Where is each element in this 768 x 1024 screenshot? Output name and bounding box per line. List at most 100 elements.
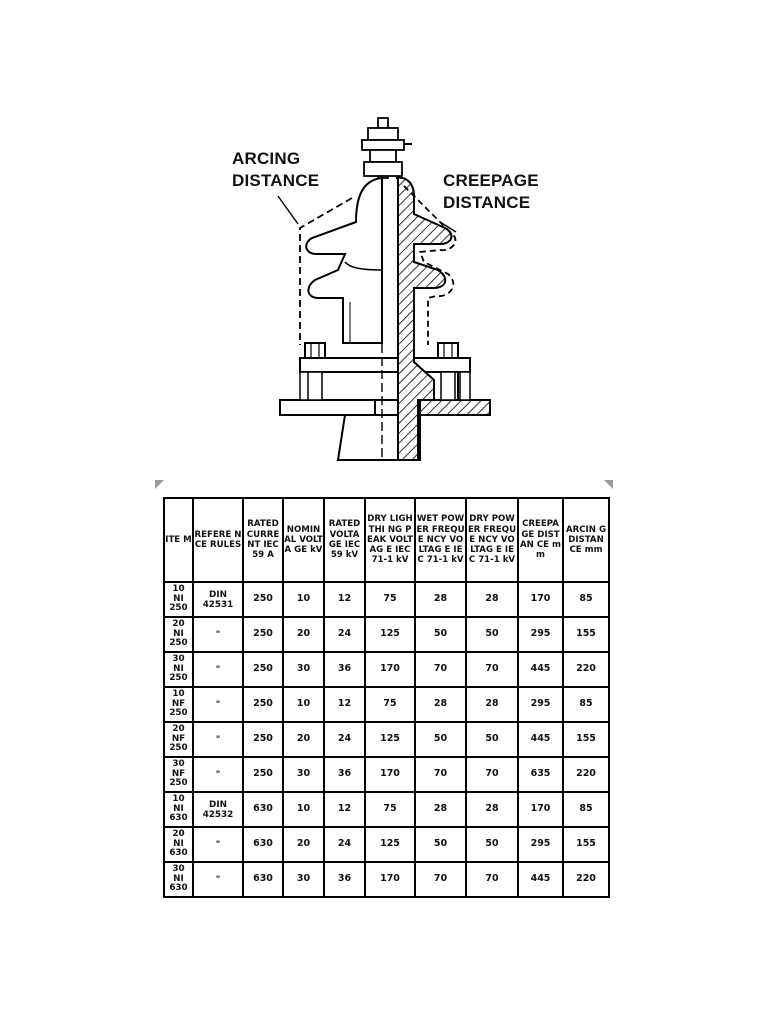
table-cell: 220: [562, 756, 610, 793]
table-cell: 12: [323, 791, 366, 828]
table-cell: 70: [414, 861, 467, 898]
creepage-distance-path: [403, 185, 457, 345]
table-cell: 10: [282, 791, 325, 828]
reference-cell: ": [192, 826, 244, 863]
table-cell: 30: [282, 651, 325, 688]
table-cell: 630: [242, 791, 284, 828]
table-cell: 85: [562, 791, 610, 828]
table-cell: 12: [323, 686, 366, 723]
table-cell: 295: [517, 686, 564, 723]
table-cell: 36: [323, 861, 366, 898]
bushing-diagram: [277, 117, 491, 461]
table-cell: 295: [517, 616, 564, 653]
table-cell: 125: [364, 826, 416, 863]
table-cell: 28: [414, 581, 467, 618]
table-cell: 250: [242, 651, 284, 688]
table-cell: 10: [282, 581, 325, 618]
terminal-stud: [361, 117, 412, 179]
reference-cell: DIN 42532: [192, 791, 244, 828]
table-cell: 220: [562, 651, 610, 688]
page-fold-right: [604, 480, 613, 489]
table-cell: 10: [282, 686, 325, 723]
column-header: RATED VOLTA GE IEC 59 kV: [323, 497, 366, 583]
reference-cell: ": [192, 756, 244, 793]
table-cell: 295: [517, 826, 564, 863]
column-header: ARCIN G DISTAN CE mm: [562, 497, 610, 583]
item-cell: 10 NF 250: [163, 686, 194, 723]
table-cell: 20: [282, 826, 325, 863]
table-cell: 24: [323, 616, 366, 653]
table-cell: 36: [323, 756, 366, 793]
table-cell: 635: [517, 756, 564, 793]
table-cell: 50: [414, 721, 467, 758]
table-cell: 170: [517, 581, 564, 618]
table-cell: 70: [465, 861, 519, 898]
item-cell: 30 NF 250: [163, 756, 194, 793]
item-cell: 30 NI 630: [163, 861, 194, 898]
column-header: ITE M: [163, 497, 194, 583]
table-cell: 70: [465, 756, 519, 793]
arcing-distance-path: [299, 197, 353, 345]
table-cell: 50: [465, 826, 519, 863]
table-cell: 250: [242, 616, 284, 653]
table-cell: 75: [364, 581, 416, 618]
table-cell: 250: [242, 756, 284, 793]
table-cell: 125: [364, 721, 416, 758]
item-cell: 10 NI 630: [163, 791, 194, 828]
table-cell: 155: [562, 826, 610, 863]
reference-cell: ": [192, 861, 244, 898]
table-cell: 125: [364, 616, 416, 653]
table-cell: 36: [323, 651, 366, 688]
column-header: CREEPA GE DISTAN CE mm: [517, 497, 564, 583]
table-cell: 50: [465, 721, 519, 758]
reference-cell: ": [192, 721, 244, 758]
table-cell: 50: [465, 616, 519, 653]
table-cell: 24: [323, 721, 366, 758]
table-cell: 170: [364, 861, 416, 898]
table-cell: 30: [282, 861, 325, 898]
table-cell: 28: [414, 791, 467, 828]
table-cell: 85: [562, 686, 610, 723]
reference-cell: DIN 42531: [192, 581, 244, 618]
table-cell: 70: [414, 756, 467, 793]
table-cell: 155: [562, 721, 610, 758]
table-cell: 30: [282, 756, 325, 793]
table-cell: 170: [364, 651, 416, 688]
table-cell: 20: [282, 721, 325, 758]
column-header: DRY POWER FREQUE NCY VOLTAG E IEC 71-1 k…: [465, 497, 519, 583]
item-cell: 30 NI 250: [163, 651, 194, 688]
reference-cell: ": [192, 686, 244, 723]
table-cell: 250: [242, 721, 284, 758]
item-cell: 20 NI 630: [163, 826, 194, 863]
table-cell: 250: [242, 686, 284, 723]
arcing-distance-label: ARCING DISTANCE: [232, 149, 320, 190]
item-cell: 10 NI 250: [163, 581, 194, 618]
reference-cell: ": [192, 616, 244, 653]
table-cell: 12: [323, 581, 366, 618]
table-cell: 70: [465, 651, 519, 688]
table-cell: 70: [414, 651, 467, 688]
table-cell: 630: [242, 861, 284, 898]
table-cell: 28: [414, 686, 467, 723]
table-cell: 170: [364, 756, 416, 793]
table-cell: 445: [517, 861, 564, 898]
table-cell: 24: [323, 826, 366, 863]
flange-bolts: [304, 342, 459, 401]
table-cell: 85: [562, 581, 610, 618]
table-cell: 50: [414, 616, 467, 653]
column-header: REFERE NCE RULES: [192, 497, 244, 583]
column-header: RATED CURRE NT IEC 59 A: [242, 497, 284, 583]
reference-cell: ": [192, 651, 244, 688]
creepage-leader: [439, 221, 457, 233]
insulator-body: [305, 176, 383, 344]
